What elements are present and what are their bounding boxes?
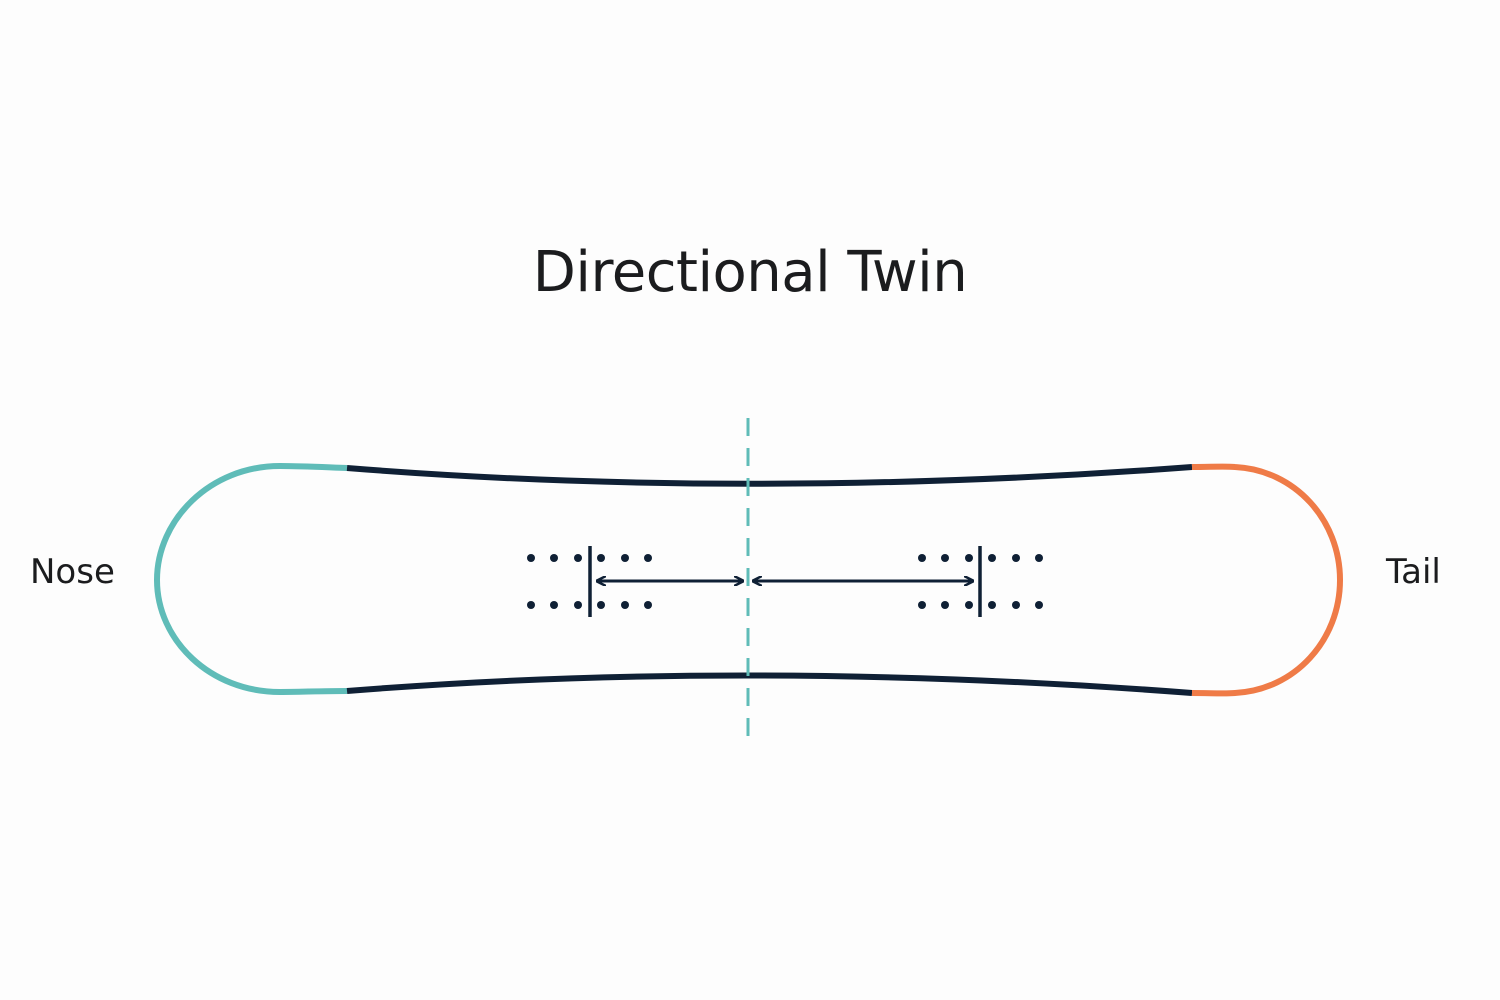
nose-tip-curve xyxy=(153,462,348,696)
rear-binding-inserts xyxy=(918,554,1043,609)
diagram-title: Directional Twin xyxy=(532,240,968,305)
bottom-edge xyxy=(346,672,1193,696)
front-binding-inserts xyxy=(527,554,652,609)
tail-label: Tail xyxy=(1386,552,1441,592)
tail-tip-curve xyxy=(1191,463,1344,697)
top-edge xyxy=(346,464,1193,487)
nose-label: Nose xyxy=(30,552,115,592)
